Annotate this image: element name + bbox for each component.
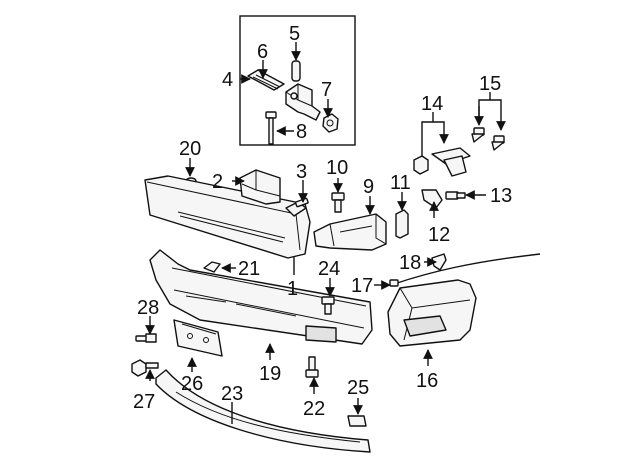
- part-7-nut: [322, 113, 339, 133]
- callout-20: 20: [179, 138, 201, 160]
- callout-8: 8: [296, 121, 307, 143]
- callout-21: 21: [238, 258, 260, 280]
- part-6-shim: [247, 69, 285, 91]
- part-7-bracket: [285, 83, 321, 121]
- callout-9: 9: [363, 176, 374, 198]
- part-9-side-bracket: [313, 213, 387, 251]
- part-15-bolts: [471, 127, 505, 151]
- callout-5: 5: [289, 23, 300, 45]
- part-22-bolt: [305, 356, 319, 378]
- callout-14: 14: [421, 93, 443, 115]
- part-12-bracket: [421, 189, 443, 209]
- callout-15: 15: [479, 73, 501, 95]
- part-10-bolt: [331, 192, 345, 213]
- part-23-deflector: [155, 369, 371, 453]
- callout-27: 27: [133, 391, 155, 413]
- part-13-bolt: [445, 191, 466, 200]
- part-1-impact-bar: [144, 175, 311, 259]
- callout-1: 1: [287, 278, 298, 300]
- part-5-sleeve: [291, 60, 301, 82]
- callout-2: 2: [212, 171, 223, 193]
- callout-25: 25: [347, 377, 369, 399]
- callout-18: 18: [399, 252, 421, 274]
- part-28-clip: [135, 333, 157, 343]
- part-25-pad: [347, 415, 367, 427]
- callout-17: 17: [351, 275, 373, 297]
- callout-26: 26: [181, 373, 203, 395]
- callout-22: 22: [303, 398, 325, 420]
- leader-lines: [145, 42, 506, 424]
- part-24-bolt: [321, 296, 335, 315]
- part-11-pad: [395, 209, 409, 239]
- part-14-bracket: [431, 147, 471, 177]
- callout-4: 4: [222, 69, 233, 91]
- callout-23: 23: [221, 383, 243, 405]
- callout-10: 10: [326, 157, 348, 179]
- part-26-plate: [173, 319, 223, 357]
- callout-12: 12: [428, 224, 450, 246]
- callout-3: 3: [296, 161, 307, 183]
- callout-19: 19: [259, 363, 281, 385]
- callout-11: 11: [390, 172, 411, 194]
- inset-frame: [239, 15, 356, 146]
- part-27-bolt: [131, 359, 159, 377]
- part-19-fascia: [149, 249, 373, 345]
- part-2-bracket: [239, 169, 281, 205]
- part-16-end-cap: [387, 279, 477, 347]
- callout-labels: 1 2 3 4 5 6 7 8 9 10 11 12 13 14 15 16 1…: [133, 23, 512, 420]
- callout-16: 16: [416, 370, 438, 392]
- callout-7: 7: [321, 79, 332, 101]
- part-21-pad: [203, 261, 221, 273]
- part-14-nut: [413, 155, 429, 175]
- callout-13: 13: [490, 185, 512, 207]
- callout-24: 24: [318, 258, 340, 280]
- part-8-bolt: [265, 111, 277, 145]
- callout-28: 28: [137, 297, 159, 319]
- callout-6: 6: [257, 41, 268, 63]
